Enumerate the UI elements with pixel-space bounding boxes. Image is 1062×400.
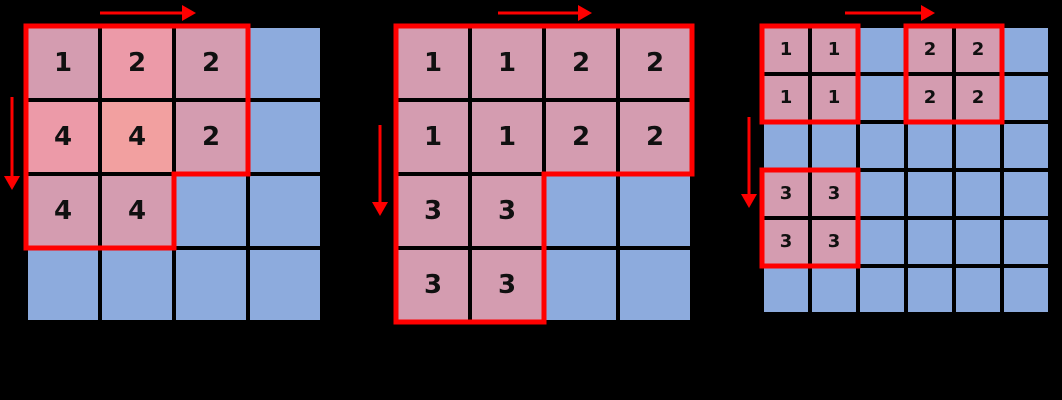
horizontal-scan-arrow [498,5,592,21]
grid-cell[interactable]: 2 [954,26,1002,74]
grid-cell[interactable]: 3 [470,248,544,322]
grid-cell[interactable] [618,174,692,248]
grid-cell[interactable]: 3 [810,170,858,218]
grid-cell[interactable] [762,266,810,314]
grid-cell[interactable] [544,248,618,322]
grid-cell[interactable] [858,266,906,314]
grid-cell[interactable] [954,170,1002,218]
grid-cell[interactable]: 1 [470,26,544,100]
grid-cell[interactable]: 2 [954,74,1002,122]
grid-cell[interactable]: 2 [618,26,692,100]
grid-cell[interactable] [858,218,906,266]
grid-cell[interactable] [954,218,1002,266]
grid-cell[interactable] [248,26,322,100]
grid-cell[interactable]: 4 [26,174,100,248]
grid-cell[interactable] [810,266,858,314]
grid-cell[interactable] [906,218,954,266]
grid-cell[interactable]: 2 [906,26,954,74]
grid-cell[interactable] [906,170,954,218]
grid-cell[interactable]: 4 [100,100,174,174]
grid-cell[interactable] [1002,170,1050,218]
grid-cell[interactable] [248,174,322,248]
grid-cell[interactable] [26,248,100,322]
grid-cell[interactable] [1002,26,1050,74]
grid-cell[interactable] [1002,74,1050,122]
grid-cell[interactable] [954,122,1002,170]
vertical-scan-arrow [4,97,20,190]
grid-cell[interactable]: 3 [810,218,858,266]
grid-cell[interactable] [858,74,906,122]
grid-cell[interactable]: 3 [762,170,810,218]
grid-cell[interactable]: 2 [544,26,618,100]
grid-cell[interactable]: 1 [396,26,470,100]
grid-cell[interactable] [1002,266,1050,314]
horizontal-scan-arrow [100,5,196,21]
horizontal-scan-arrow [845,5,935,21]
grid-cell[interactable]: 2 [906,74,954,122]
grid-cell[interactable]: 1 [762,26,810,74]
grid-cell[interactable] [762,122,810,170]
grid-cell[interactable] [1002,122,1050,170]
grid-cell[interactable]: 1 [810,74,858,122]
grid-cell[interactable]: 3 [396,174,470,248]
grid-cell[interactable]: 2 [544,100,618,174]
grid-cell[interactable] [954,266,1002,314]
grid-cell[interactable] [248,100,322,174]
grid-cell[interactable] [858,170,906,218]
grid-cell[interactable] [906,122,954,170]
grid-cell[interactable]: 3 [762,218,810,266]
grid-cell[interactable]: 4 [100,174,174,248]
grid-cell[interactable] [174,174,248,248]
grid-cell[interactable]: 3 [396,248,470,322]
grid-cell[interactable] [248,248,322,322]
grid-cell[interactable] [858,26,906,74]
grid-cell[interactable]: 2 [174,100,248,174]
grid-cell[interactable]: 1 [396,100,470,174]
grid-cell[interactable]: 2 [100,26,174,100]
grid-cell[interactable]: 4 [26,100,100,174]
grid-cell[interactable] [858,122,906,170]
grid-cell[interactable]: 1 [26,26,100,100]
grid-cell[interactable] [544,174,618,248]
grid-cell[interactable] [618,248,692,322]
grid-cell[interactable]: 2 [174,26,248,100]
vertical-scan-arrow [741,117,757,208]
grid-cell[interactable] [810,122,858,170]
grid-cell[interactable]: 1 [470,100,544,174]
grid-cell[interactable]: 1 [762,74,810,122]
grid-cell[interactable]: 1 [810,26,858,74]
grid-cell[interactable] [100,248,174,322]
grid-cell[interactable]: 3 [470,174,544,248]
grid-cell[interactable] [1002,218,1050,266]
grid-cell[interactable]: 2 [618,100,692,174]
grid-cell[interactable] [174,248,248,322]
vertical-scan-arrow [372,125,388,216]
grid-cell[interactable] [906,266,954,314]
